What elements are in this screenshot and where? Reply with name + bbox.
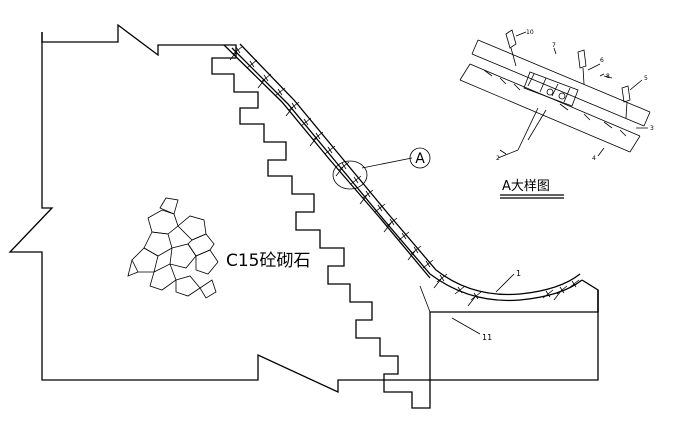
anchor-bolt: [274, 87, 286, 97]
callout-region: [332, 160, 368, 190]
anchor-bolt: [436, 273, 448, 283]
detail-part-3: 3: [650, 125, 654, 132]
anchor-bolt: [556, 285, 568, 295]
anchor-tail: [553, 290, 562, 301]
detail-board-lower-b: [459, 79, 631, 153]
callout-label: A: [415, 151, 425, 167]
anchor-bolt: [422, 259, 434, 269]
anchor-tail: [359, 194, 368, 205]
anchor-bolt: [568, 279, 580, 289]
leader-callout-a: [361, 157, 413, 169]
detail-bolt-mid: [577, 49, 587, 85]
anchor-tail: [309, 136, 318, 147]
detail-pin-2: [558, 92, 566, 100]
leader-part-1: [495, 273, 515, 293]
anchor-bolt: [410, 245, 422, 255]
anchor-bolt: [386, 217, 398, 227]
detail-board-ends: [459, 39, 651, 153]
anchor-bolt: [260, 73, 272, 83]
anchor-tail: [229, 50, 238, 61]
anchor-bolt: [324, 145, 336, 155]
label-part-1: 1: [516, 269, 521, 278]
detail-anchor-bar-2: [527, 109, 547, 141]
anchor-bolt: [374, 203, 386, 213]
detail-bracket-block: [523, 71, 579, 107]
masonry-outline: [8, 32, 599, 394]
detail-part-6: 6: [600, 57, 604, 64]
lining-outer: [231, 47, 583, 302]
anchor-tail: [257, 78, 266, 89]
anchor-bolt: [350, 175, 362, 185]
anchor-bolt: [362, 189, 374, 199]
material-label: C15砼砌石: [226, 251, 311, 271]
anchor-bolt: [338, 161, 350, 171]
leader-part-11: [451, 317, 481, 335]
channel-left-end: [419, 285, 431, 313]
label-part-11: 11: [482, 333, 492, 342]
anchor-bolt: [246, 59, 258, 69]
anchor-bolt: [288, 101, 300, 111]
detail-part-7: 7: [552, 42, 556, 49]
top-break-line: [41, 23, 224, 57]
callout-bubble: [409, 147, 431, 169]
anchor-bolt: [542, 289, 554, 299]
detail-bolt-right: [621, 85, 631, 119]
stepped-foundation: [211, 44, 599, 409]
anchor-tail: [335, 166, 344, 177]
detail-part-5: 5: [644, 75, 648, 82]
anchor-tail: [407, 250, 416, 261]
detail-anchor-tip: [497, 149, 519, 159]
detail-pin-1: [546, 88, 554, 96]
anchor-tail: [433, 278, 442, 289]
anchor-bolt: [232, 45, 244, 55]
detail-part-4: 4: [592, 155, 596, 162]
anchor-bolts: [229, 45, 580, 307]
anchor-bolt: [454, 285, 466, 295]
anchor-tail: [383, 222, 392, 233]
anchor-bolt: [398, 231, 410, 241]
detail-hatch-marks: [483, 69, 627, 137]
detail-part-10: 10: [526, 29, 534, 36]
detail-title: A大样图: [502, 179, 550, 194]
anchor-bolt: [312, 131, 324, 141]
detail-board-upper-b: [471, 53, 645, 127]
detail-part-8: 8: [606, 73, 610, 80]
lining-inner: [239, 43, 581, 296]
detail-title-underline: [500, 194, 564, 199]
detail-anchor-bar: [517, 107, 539, 151]
channel-right-end: [581, 279, 599, 312]
detail-part-2: 2: [496, 155, 500, 162]
stone-hatch: [127, 197, 219, 299]
anchor-bolt: [470, 291, 482, 301]
anchor-bolt: [300, 117, 312, 127]
detail-a-inset: 10 7 6 8 5 3 4 2: [459, 29, 654, 162]
detail-leaders: [515, 31, 648, 157]
detail-bolt-left: [505, 29, 517, 67]
detail-board-upper-a: [477, 39, 651, 113]
upper-diagonal: [223, 44, 431, 279]
anchor-tail: [467, 296, 476, 307]
anchor-tail: [285, 106, 294, 117]
detail-bracket-bars: [527, 73, 571, 103]
